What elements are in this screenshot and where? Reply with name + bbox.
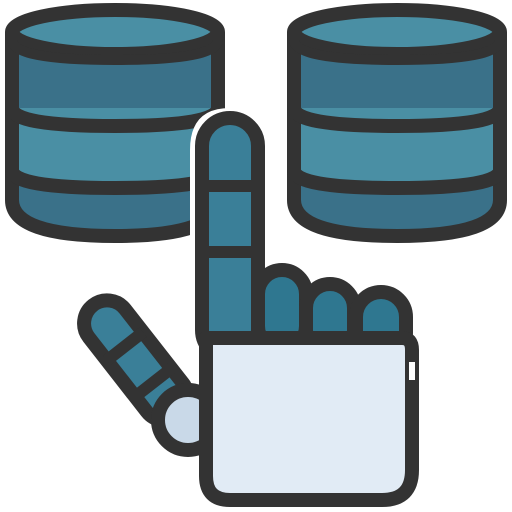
database-left-icon bbox=[5, 3, 225, 243]
db-left-top bbox=[12, 10, 218, 54]
robotic-hand-icon bbox=[77, 108, 419, 507]
db-right-top bbox=[294, 10, 500, 54]
palm-icon bbox=[199, 331, 419, 507]
index-finger-icon bbox=[195, 111, 265, 365]
database-right-icon bbox=[287, 3, 507, 243]
